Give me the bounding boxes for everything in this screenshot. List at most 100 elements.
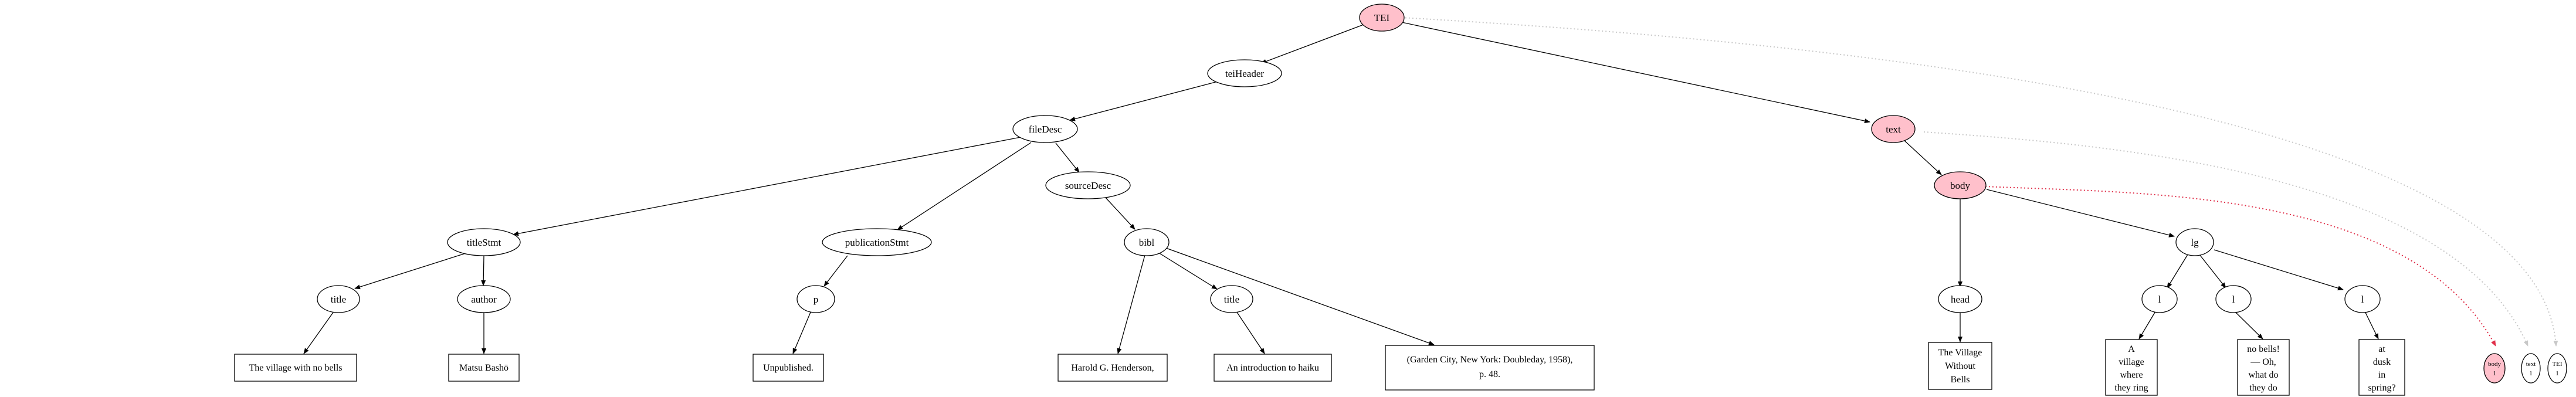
leaf-head-text-line-3: Bells bbox=[1951, 375, 1970, 385]
leaf-title-text-label: The village with no bells bbox=[249, 363, 342, 373]
node-title-1-label: title bbox=[331, 294, 346, 305]
node-l-3: l bbox=[2344, 285, 2381, 313]
leaf-bibl-imprint-line-2: p. 48. bbox=[1479, 369, 1500, 379]
leaf-l1-text-line-1: A bbox=[2128, 344, 2135, 354]
leaf-head-text: The Village Without Bells bbox=[1928, 342, 1992, 390]
mini-node-tei: TEI 1 bbox=[2547, 353, 2567, 384]
mini-node-tei-count: 1 bbox=[2555, 370, 2559, 377]
node-l-1-label: l bbox=[2158, 294, 2161, 305]
leaf-l1-text: A village where they ring bbox=[2105, 339, 2158, 396]
leaf-l3-text: at dusk in spring? bbox=[2358, 339, 2405, 396]
node-author-label: author bbox=[471, 294, 497, 305]
leaf-bibl-author-label: Harold G. Henderson, bbox=[1071, 363, 1154, 373]
mini-node-text-label: text bbox=[2526, 361, 2536, 368]
mini-node-text-count: 1 bbox=[2529, 370, 2533, 377]
node-l-2-label: l bbox=[2232, 294, 2235, 305]
edge-bibl-title bbox=[1159, 253, 1218, 290]
node-p: p bbox=[796, 285, 835, 313]
edge-titlestmt-author bbox=[481, 255, 486, 286]
node-tei: TEI bbox=[1359, 4, 1405, 32]
node-publicationstmt-label: publicationStmt bbox=[845, 237, 909, 248]
edge-text-to-mini-text bbox=[1923, 131, 2528, 347]
leaf-l3-text-line-3: in bbox=[2378, 370, 2385, 380]
mini-node-text: text 1 bbox=[2521, 353, 2541, 384]
mini-node-tei-label: TEI bbox=[2552, 361, 2562, 368]
edge-bibl-author-text bbox=[1117, 255, 1145, 354]
node-head-label: head bbox=[1951, 294, 1970, 305]
leaf-p-text: Unpublished. bbox=[753, 354, 824, 382]
edge-lg-l1 bbox=[2167, 254, 2188, 289]
edge-l1-text bbox=[2138, 311, 2156, 340]
node-sourcedesc-label: sourceDesc bbox=[1065, 180, 1111, 191]
leaf-title-text: The village with no bells bbox=[234, 354, 357, 382]
node-sourcedesc: sourceDesc bbox=[1045, 171, 1131, 199]
edge-lg-l3 bbox=[2214, 249, 2344, 291]
edge-l2-text bbox=[2234, 311, 2263, 340]
node-body: body bbox=[1934, 171, 1987, 199]
leaf-author-text: Matsu Bashō bbox=[448, 354, 520, 382]
edge-title2-text bbox=[1236, 311, 1265, 354]
node-publicationstmt: publicationStmt bbox=[822, 228, 932, 256]
node-l-3-label: l bbox=[2361, 294, 2364, 305]
leaf-l3-text-line-2: dusk bbox=[2373, 357, 2391, 367]
edge-lg-l2 bbox=[2199, 254, 2226, 289]
leaf-head-text-line-2: Without bbox=[1945, 361, 1975, 371]
leaf-l1-text-line-3: where bbox=[2120, 370, 2143, 380]
node-body-label: body bbox=[1950, 180, 1971, 191]
node-teiheader-label: teiHeader bbox=[1225, 68, 1264, 79]
node-title-2-label: title bbox=[1224, 294, 1239, 305]
mini-node-body-label: body bbox=[2488, 361, 2502, 368]
edge-p-text bbox=[792, 310, 812, 354]
node-text: text bbox=[1871, 115, 1916, 143]
edge-publicationstmt-p bbox=[823, 255, 848, 287]
node-title-2: title bbox=[1210, 285, 1253, 313]
node-lg-label: lg bbox=[2191, 237, 2199, 248]
node-head: head bbox=[1938, 285, 1982, 313]
edge-filedesc-titlestmt bbox=[513, 137, 1021, 236]
edge-l3-text bbox=[2364, 311, 2379, 340]
leaf-bibl-author: Harold G. Henderson, bbox=[1057, 354, 1168, 382]
edges bbox=[303, 17, 2558, 354]
leaf-l2-text-line-2: — Oh, bbox=[2250, 357, 2276, 367]
edge-filedesc-publicationstmt bbox=[897, 142, 1032, 230]
node-filedesc-label: fileDesc bbox=[1029, 124, 1062, 135]
node-text-label: text bbox=[1886, 124, 1901, 135]
leaf-bibl-title-label: An introduction to haiku bbox=[1226, 363, 1319, 373]
leaf-l1-text-line-4: they ring bbox=[2114, 383, 2148, 393]
edge-text-body bbox=[1903, 139, 1942, 175]
leaf-bibl-imprint: (Garden City, New York: Doubleday, 1958)… bbox=[1385, 345, 1595, 391]
edge-filedesc-sourcedesc bbox=[1055, 142, 1080, 173]
node-teiheader: teiHeader bbox=[1207, 59, 1282, 87]
node-tei-label: TEI bbox=[1374, 12, 1390, 23]
leaf-head-text-line-1: The Village bbox=[1938, 348, 1982, 358]
node-l-1: l bbox=[2141, 285, 2178, 313]
leaf-l3-text-line-1: at bbox=[2378, 344, 2385, 354]
leaf-l2-text-line-3: what do bbox=[2248, 370, 2278, 380]
leaf-l3-text-line-4: spring? bbox=[2368, 383, 2395, 393]
edge-tei-teiheader bbox=[1260, 23, 1367, 64]
node-titlestmt: titleStmt bbox=[447, 228, 521, 256]
mini-node-body-count: 1 bbox=[2493, 370, 2496, 377]
edge-titlestmt-title bbox=[354, 252, 470, 290]
leaf-p-text-label: Unpublished. bbox=[763, 363, 814, 373]
mini-node-body: body 1 bbox=[2483, 353, 2506, 384]
node-filedesc: fileDesc bbox=[1012, 115, 1078, 143]
edge-sourcedesc-bibl bbox=[1105, 197, 1136, 230]
node-p-label: p bbox=[814, 294, 819, 305]
node-l-2: l bbox=[2215, 285, 2252, 313]
leaf-l1-text-line-2: village bbox=[2119, 357, 2144, 367]
edge-teiheader-filedesc bbox=[1069, 80, 1221, 121]
edge-tei-to-mini-tei bbox=[1401, 17, 2558, 347]
node-bibl: bibl bbox=[1124, 228, 1170, 256]
edge-body-to-mini-body bbox=[1985, 186, 2496, 347]
node-lg: lg bbox=[2175, 228, 2214, 256]
node-titlestmt-label: titleStmt bbox=[467, 237, 501, 248]
node-bibl-label: bibl bbox=[1139, 237, 1155, 248]
node-title-1: title bbox=[317, 285, 360, 313]
leaf-bibl-title: An introduction to haiku bbox=[1214, 354, 1332, 382]
node-author: author bbox=[457, 285, 511, 313]
edge-bibl-imprint bbox=[1165, 247, 1435, 345]
leaf-author-text-label: Matsu Bashō bbox=[459, 363, 509, 373]
leaf-l2-text-line-4: they do bbox=[2249, 383, 2277, 393]
